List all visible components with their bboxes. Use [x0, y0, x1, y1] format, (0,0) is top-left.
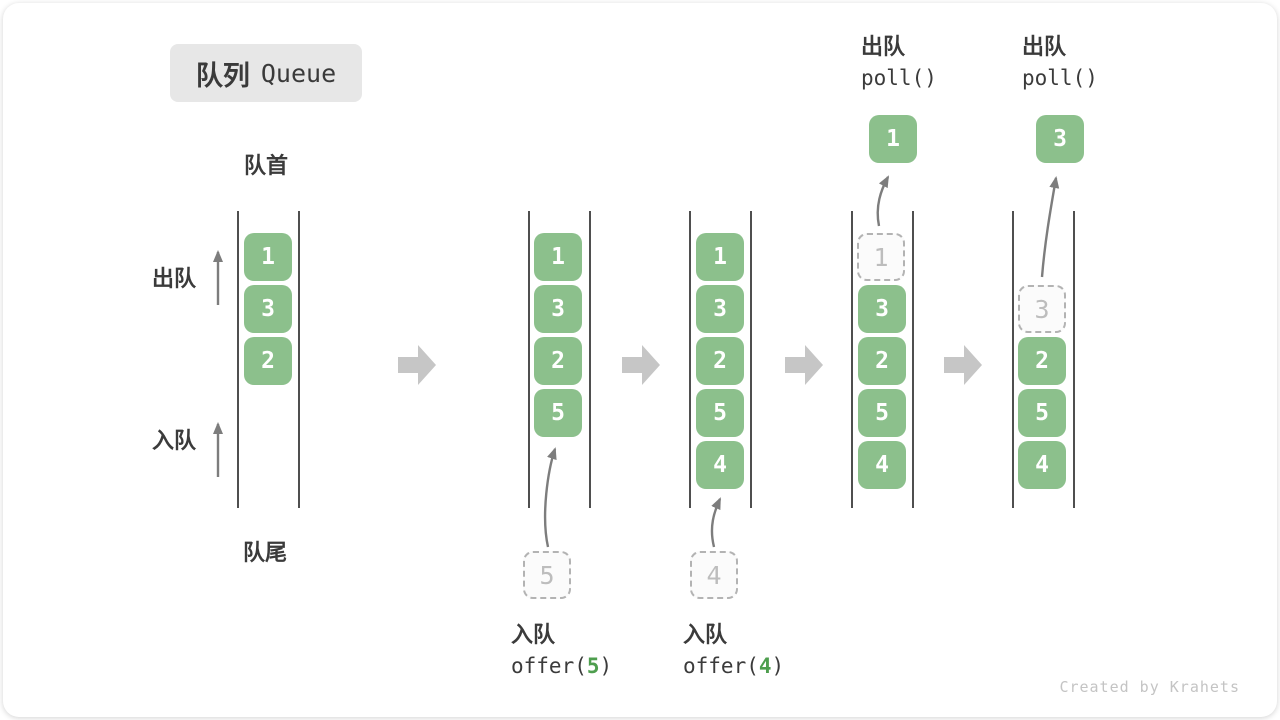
queue-box: 5: [1018, 389, 1066, 437]
dequeue-label: 出队: [152, 266, 197, 291]
queue-box: 4: [696, 441, 744, 489]
queue-box: 2: [1018, 337, 1066, 385]
column-line: [912, 211, 914, 508]
queue-tail-label: 队尾: [243, 540, 288, 565]
queue-box: 5: [534, 389, 582, 437]
enqueue5-label: 入队: [511, 622, 556, 647]
queue-box: 5: [858, 389, 906, 437]
poll1-caption: 出队 poll(): [861, 30, 937, 95]
enqueue4-code: offer(4): [683, 654, 785, 678]
poll1-label: 出队: [861, 34, 906, 59]
incoming-box: 4: [690, 551, 738, 599]
enqueue5-caption: 入队 offer(5): [511, 618, 612, 683]
queue-box: 4: [1018, 441, 1066, 489]
column-line: [1073, 211, 1075, 508]
poll1-code: poll(): [861, 66, 937, 90]
queue-box: 2: [534, 337, 582, 385]
diagram-card: [3, 3, 1277, 717]
queue-box: 3: [858, 285, 906, 333]
enqueue-label: 入队: [152, 428, 197, 453]
enqueue4-caption: 入队 offer(4): [683, 618, 784, 683]
column-line: [298, 211, 300, 508]
column-line: [689, 211, 691, 508]
queue-head-label: 队首: [244, 153, 289, 178]
queue-box: 1: [534, 233, 582, 281]
credit-text: Created by Krahets: [1059, 678, 1240, 696]
queue-box: 4: [858, 441, 906, 489]
enqueue5-code: offer(5): [511, 654, 613, 678]
column-line: [237, 211, 239, 508]
enqueue4-arg: 4: [758, 654, 772, 678]
title-en: Queue: [260, 58, 337, 88]
queue-box: 2: [858, 337, 906, 385]
queue-box: 2: [696, 337, 744, 385]
removed-box: 3: [1018, 285, 1066, 333]
column-line: [589, 211, 591, 508]
title-zh: 队列: [195, 60, 250, 91]
column-line: [1012, 211, 1014, 508]
queue-box: 5: [696, 389, 744, 437]
column-line: [750, 211, 752, 508]
poll2-label: 出队: [1022, 34, 1067, 59]
removed-box: 1: [857, 233, 905, 281]
enqueue5-arg: 5: [586, 654, 600, 678]
poll2-code: poll(): [1022, 66, 1098, 90]
queue-box: 3: [696, 285, 744, 333]
column-line: [528, 211, 530, 508]
queue-box: 3: [534, 285, 582, 333]
queue-box: 1: [244, 233, 292, 281]
enqueue4-label: 入队: [683, 622, 728, 647]
title-box: 队列 Queue: [170, 44, 362, 102]
queue-box: 1: [696, 233, 744, 281]
polled-box: 1: [869, 115, 917, 163]
incoming-box: 5: [523, 551, 571, 599]
column-line: [851, 211, 853, 508]
queue-box: 3: [244, 285, 292, 333]
queue-box: 2: [244, 337, 292, 385]
polled-box: 3: [1036, 115, 1084, 163]
poll2-caption: 出队 poll(): [1022, 30, 1098, 95]
